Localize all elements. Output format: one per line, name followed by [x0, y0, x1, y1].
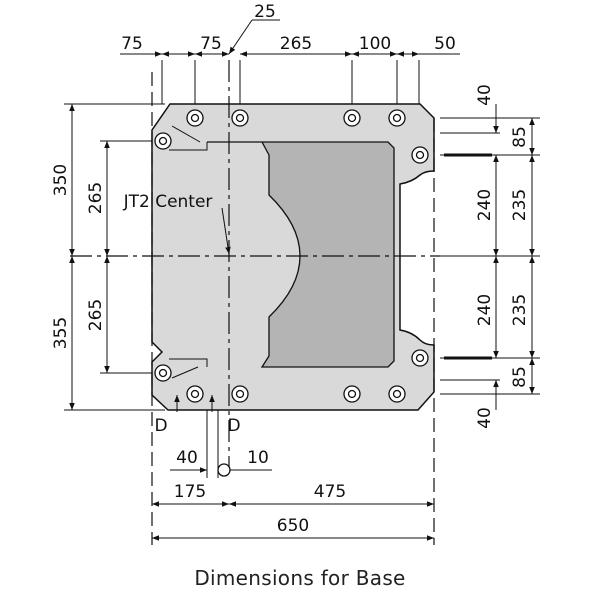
- hole-top-2: [231, 109, 249, 127]
- section-mark-left: D: [154, 416, 167, 436]
- cavity-left-upper-edge: [169, 142, 208, 151]
- section-marks: D D: [154, 395, 241, 436]
- cavity-left-lower-edge: [169, 358, 208, 367]
- dim-right-upper-mid: 240: [475, 189, 495, 221]
- dim-top-a: 75: [121, 34, 143, 54]
- dim-top-d: 265: [280, 34, 312, 54]
- dim-left-inner-top: 265: [86, 182, 106, 214]
- hole-bottom-4: [388, 385, 406, 403]
- dim-right-upper-outer: 235: [510, 189, 530, 221]
- hole-top-4: [388, 109, 406, 127]
- dim-top-b: 75: [200, 34, 222, 54]
- hole-left-upper: [154, 132, 172, 150]
- hole-bottom-1: [186, 385, 204, 403]
- dim-right-bottom-hole: 85: [510, 366, 530, 388]
- jt2-center-mark: [217, 463, 231, 477]
- dim-left-outer-bottom: 355: [51, 317, 71, 349]
- section-mark-right: D: [227, 416, 240, 436]
- hole-bottom-3: [343, 385, 361, 403]
- top-dimensions: 75 75 25 265 100 50: [120, 2, 460, 57]
- jt2-center-callout: JT2 Center: [123, 192, 231, 255]
- dim-top-c: 25: [254, 2, 276, 22]
- left-dimensions: 350 265 355 265: [51, 103, 165, 411]
- hole-right-upper: [411, 146, 429, 164]
- dim-left-inner-bottom: 265: [86, 299, 106, 331]
- dim-bottom-left-span: 175: [174, 482, 206, 502]
- bottom-dimensions: 40 10 175 475 650: [152, 410, 434, 541]
- hole-right-lower: [411, 349, 429, 367]
- dim-bottom-small-left: 40: [176, 448, 198, 468]
- dim-top-f: 50: [434, 34, 456, 54]
- plate-chamfer-upper: [171, 125, 201, 143]
- dim-top-e: 100: [359, 34, 391, 54]
- jt2-center-label: JT2 Center: [123, 192, 213, 212]
- hole-top-3: [343, 109, 361, 127]
- dim-right-bottom-clear: 40: [475, 407, 495, 429]
- dim-bottom-right-span: 475: [314, 482, 346, 502]
- hole-top-1: [186, 109, 204, 127]
- dim-right-top-hole: 85: [510, 126, 530, 148]
- base-cavity: [207, 141, 395, 368]
- plate-chamfer-lower: [171, 366, 199, 379]
- figure-caption: Dimensions for Base: [194, 566, 406, 590]
- dim-right-lower-outer: 235: [510, 294, 530, 326]
- dim-right-top-clear: 40: [475, 84, 495, 106]
- dim-bottom-small-right: 10: [247, 448, 269, 468]
- mounting-holes: [154, 109, 429, 403]
- right-dimensions: 40 85 240 235 240 235 85 40: [440, 84, 540, 429]
- dim-left-outer-top: 350: [51, 164, 71, 196]
- hole-bottom-2: [231, 385, 249, 403]
- dim-right-lower-mid: 240: [475, 294, 495, 326]
- dim-bottom-total: 650: [277, 516, 309, 536]
- hole-left-lower: [154, 364, 172, 382]
